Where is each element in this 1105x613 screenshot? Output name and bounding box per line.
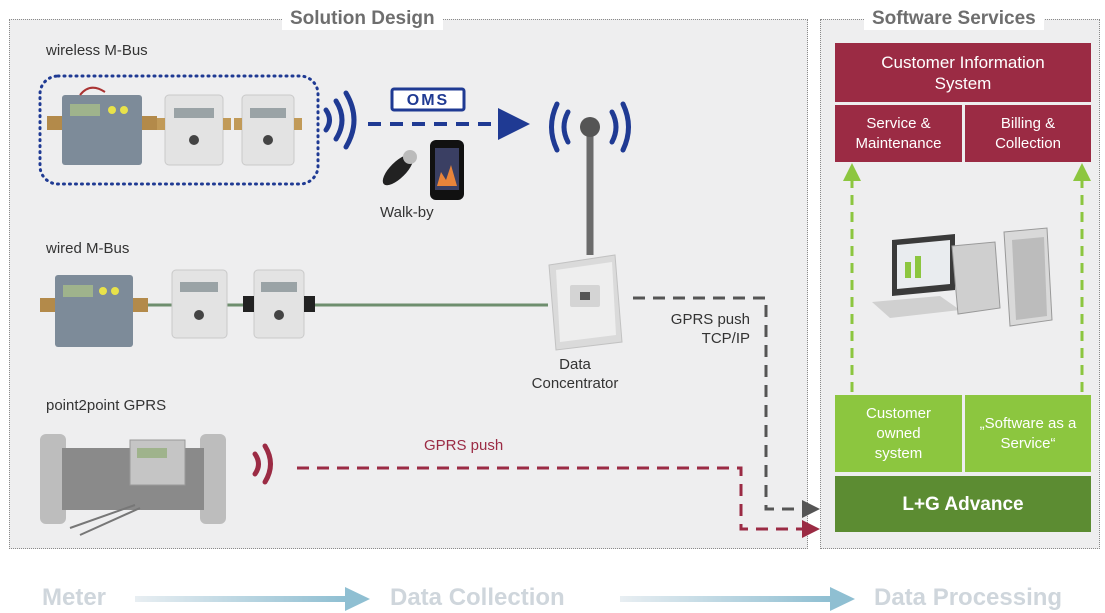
wired-meter-2	[171, 269, 228, 339]
wireless-signal-icon	[323, 90, 357, 150]
billing-line1: Billing &	[1000, 114, 1056, 132]
gprs-signal-icon	[252, 443, 273, 485]
billing-line2: Collection	[995, 134, 1061, 152]
wired-heat-meter	[40, 275, 148, 347]
gprs-push-path	[297, 466, 820, 538]
cis-line1: Customer Information	[881, 52, 1045, 72]
gprs-tcp-path	[633, 296, 820, 518]
concentrator-line1: Data	[559, 356, 591, 373]
service-line2: Maintenance	[855, 134, 942, 152]
data-concentrator-label: Data Concentrator	[515, 355, 635, 393]
flow-meter-device	[40, 434, 226, 536]
oms-logo	[390, 87, 466, 112]
owned-line1: Customer	[865, 404, 932, 422]
walkby-device-icon	[382, 140, 464, 200]
service-maintenance-box: Service & Maintenance	[835, 105, 962, 162]
antenna-head	[580, 117, 600, 137]
saas-line2: Service“	[1000, 434, 1056, 452]
saas-line1: „Software as a	[979, 414, 1077, 432]
customer-owned-system-box: Customer owned system	[835, 395, 962, 472]
wireless-meter-3	[234, 94, 302, 166]
stage-arrow-1	[135, 587, 370, 611]
wireless-heat-meter	[47, 86, 157, 165]
stage-data-collection: Data Collection	[390, 584, 565, 611]
gprs-tcp-label: GPRS push TCP/IP	[650, 310, 750, 348]
point2point-gprs-label: point2point GPRS	[46, 397, 167, 414]
gprs-push-label: GPRS push	[424, 437, 504, 454]
walkby-label: Walk-by	[380, 204, 434, 221]
wireless-group-outline	[38, 74, 320, 186]
customer-information-system-box: Customer Information System	[835, 43, 1091, 102]
gprs-tcp-line1: GPRS push	[670, 311, 750, 328]
computer-server-icon	[872, 227, 1053, 327]
wireless-meter-2	[157, 94, 231, 166]
stage-data-processing: Data Processing	[874, 584, 1063, 611]
owned-line3: system	[874, 444, 923, 462]
data-concentrator-device	[548, 254, 623, 351]
stage-meter: Meter	[42, 584, 107, 611]
gprs-tcp-line2: TCP/IP	[701, 330, 750, 347]
solution-design-title: Solution Design	[282, 8, 443, 30]
wireless-mbus-label: wireless M-Bus	[46, 42, 148, 59]
concentrator-line2: Concentrator	[531, 375, 619, 392]
service-line1: Service &	[866, 114, 931, 132]
oms-logo-text: OMS	[407, 92, 449, 109]
billing-collection-box: Billing & Collection	[965, 105, 1091, 162]
owned-line2: owned	[876, 424, 921, 442]
wired-mbus-label: wired M-Bus	[46, 240, 130, 257]
stage-arrow-2	[620, 587, 855, 611]
software-as-a-service-box: „Software as a Service“	[965, 395, 1091, 472]
antenna-signal-icon	[549, 101, 631, 153]
cis-line2: System	[934, 73, 992, 93]
software-services-title: Software Services	[864, 8, 1044, 30]
wired-meter-3	[243, 269, 315, 339]
lg-advance-box: L+G Advance	[835, 476, 1091, 532]
